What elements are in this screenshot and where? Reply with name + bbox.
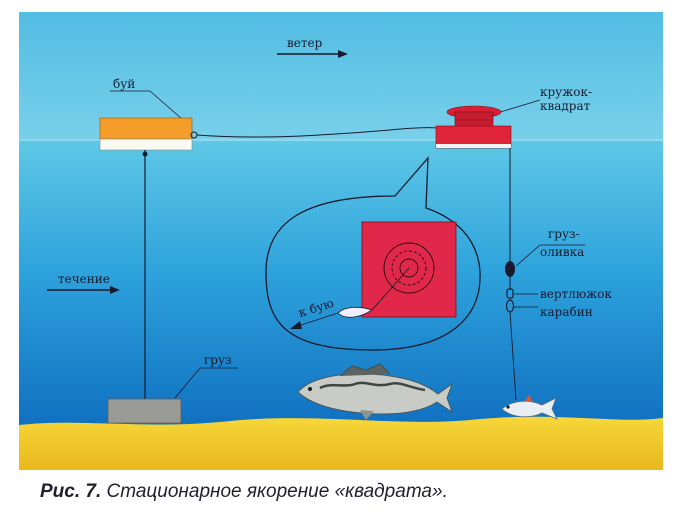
sinker-label-line1: груз-	[548, 227, 580, 241]
buoy-label: буй	[113, 77, 135, 91]
sinker-label-leader	[515, 244, 541, 267]
buoy-label-pointer	[149, 90, 183, 120]
weight-label: груз	[204, 353, 232, 367]
pikeperch-fish	[297, 363, 453, 420]
inset-line-to-buoy	[297, 312, 339, 327]
figure-caption: Рис. 7. Стационарное якорение «квадрата»…	[40, 481, 660, 503]
wind-arrow-head	[338, 50, 348, 58]
inset-bubble	[265, 156, 481, 351]
swivel-label: вертлюжок	[540, 287, 613, 301]
olive-sinker	[505, 261, 515, 277]
figure-number: Рис. 7.	[40, 481, 102, 502]
bait-fish	[501, 395, 558, 420]
inset-float-center	[399, 258, 419, 278]
buoy-base	[99, 138, 193, 151]
swivel	[506, 288, 514, 299]
buoy	[99, 117, 193, 140]
anchor-weight	[107, 398, 182, 424]
inset-float-outer-ring	[383, 242, 435, 294]
sand-bottom	[19, 416, 663, 470]
float-square-foot	[436, 144, 511, 148]
float-label-leader	[496, 99, 541, 114]
fish-eye	[308, 387, 312, 391]
float-label-line2: квадрат	[540, 99, 591, 113]
figure-caption-text: Стационарное якорение «квадрата».	[106, 481, 448, 502]
float-label-line1: кружок-	[540, 85, 592, 99]
sinker-label-line2: оливка	[540, 245, 584, 259]
inset-float-square	[361, 221, 457, 318]
to-buoy-arrow-head	[290, 321, 302, 329]
leader-line	[509, 311, 517, 401]
wind-label: ветер	[287, 36, 323, 50]
current-label: течение	[58, 272, 110, 286]
inset-line	[371, 267, 410, 311]
anchor-knot	[142, 151, 148, 157]
buoy-to-float-line	[196, 127, 439, 138]
weight-label-pointer	[174, 367, 201, 399]
carabiner-label: карабин	[540, 305, 593, 319]
current-arrow-head	[110, 286, 120, 294]
inset-float-ring	[391, 250, 427, 286]
